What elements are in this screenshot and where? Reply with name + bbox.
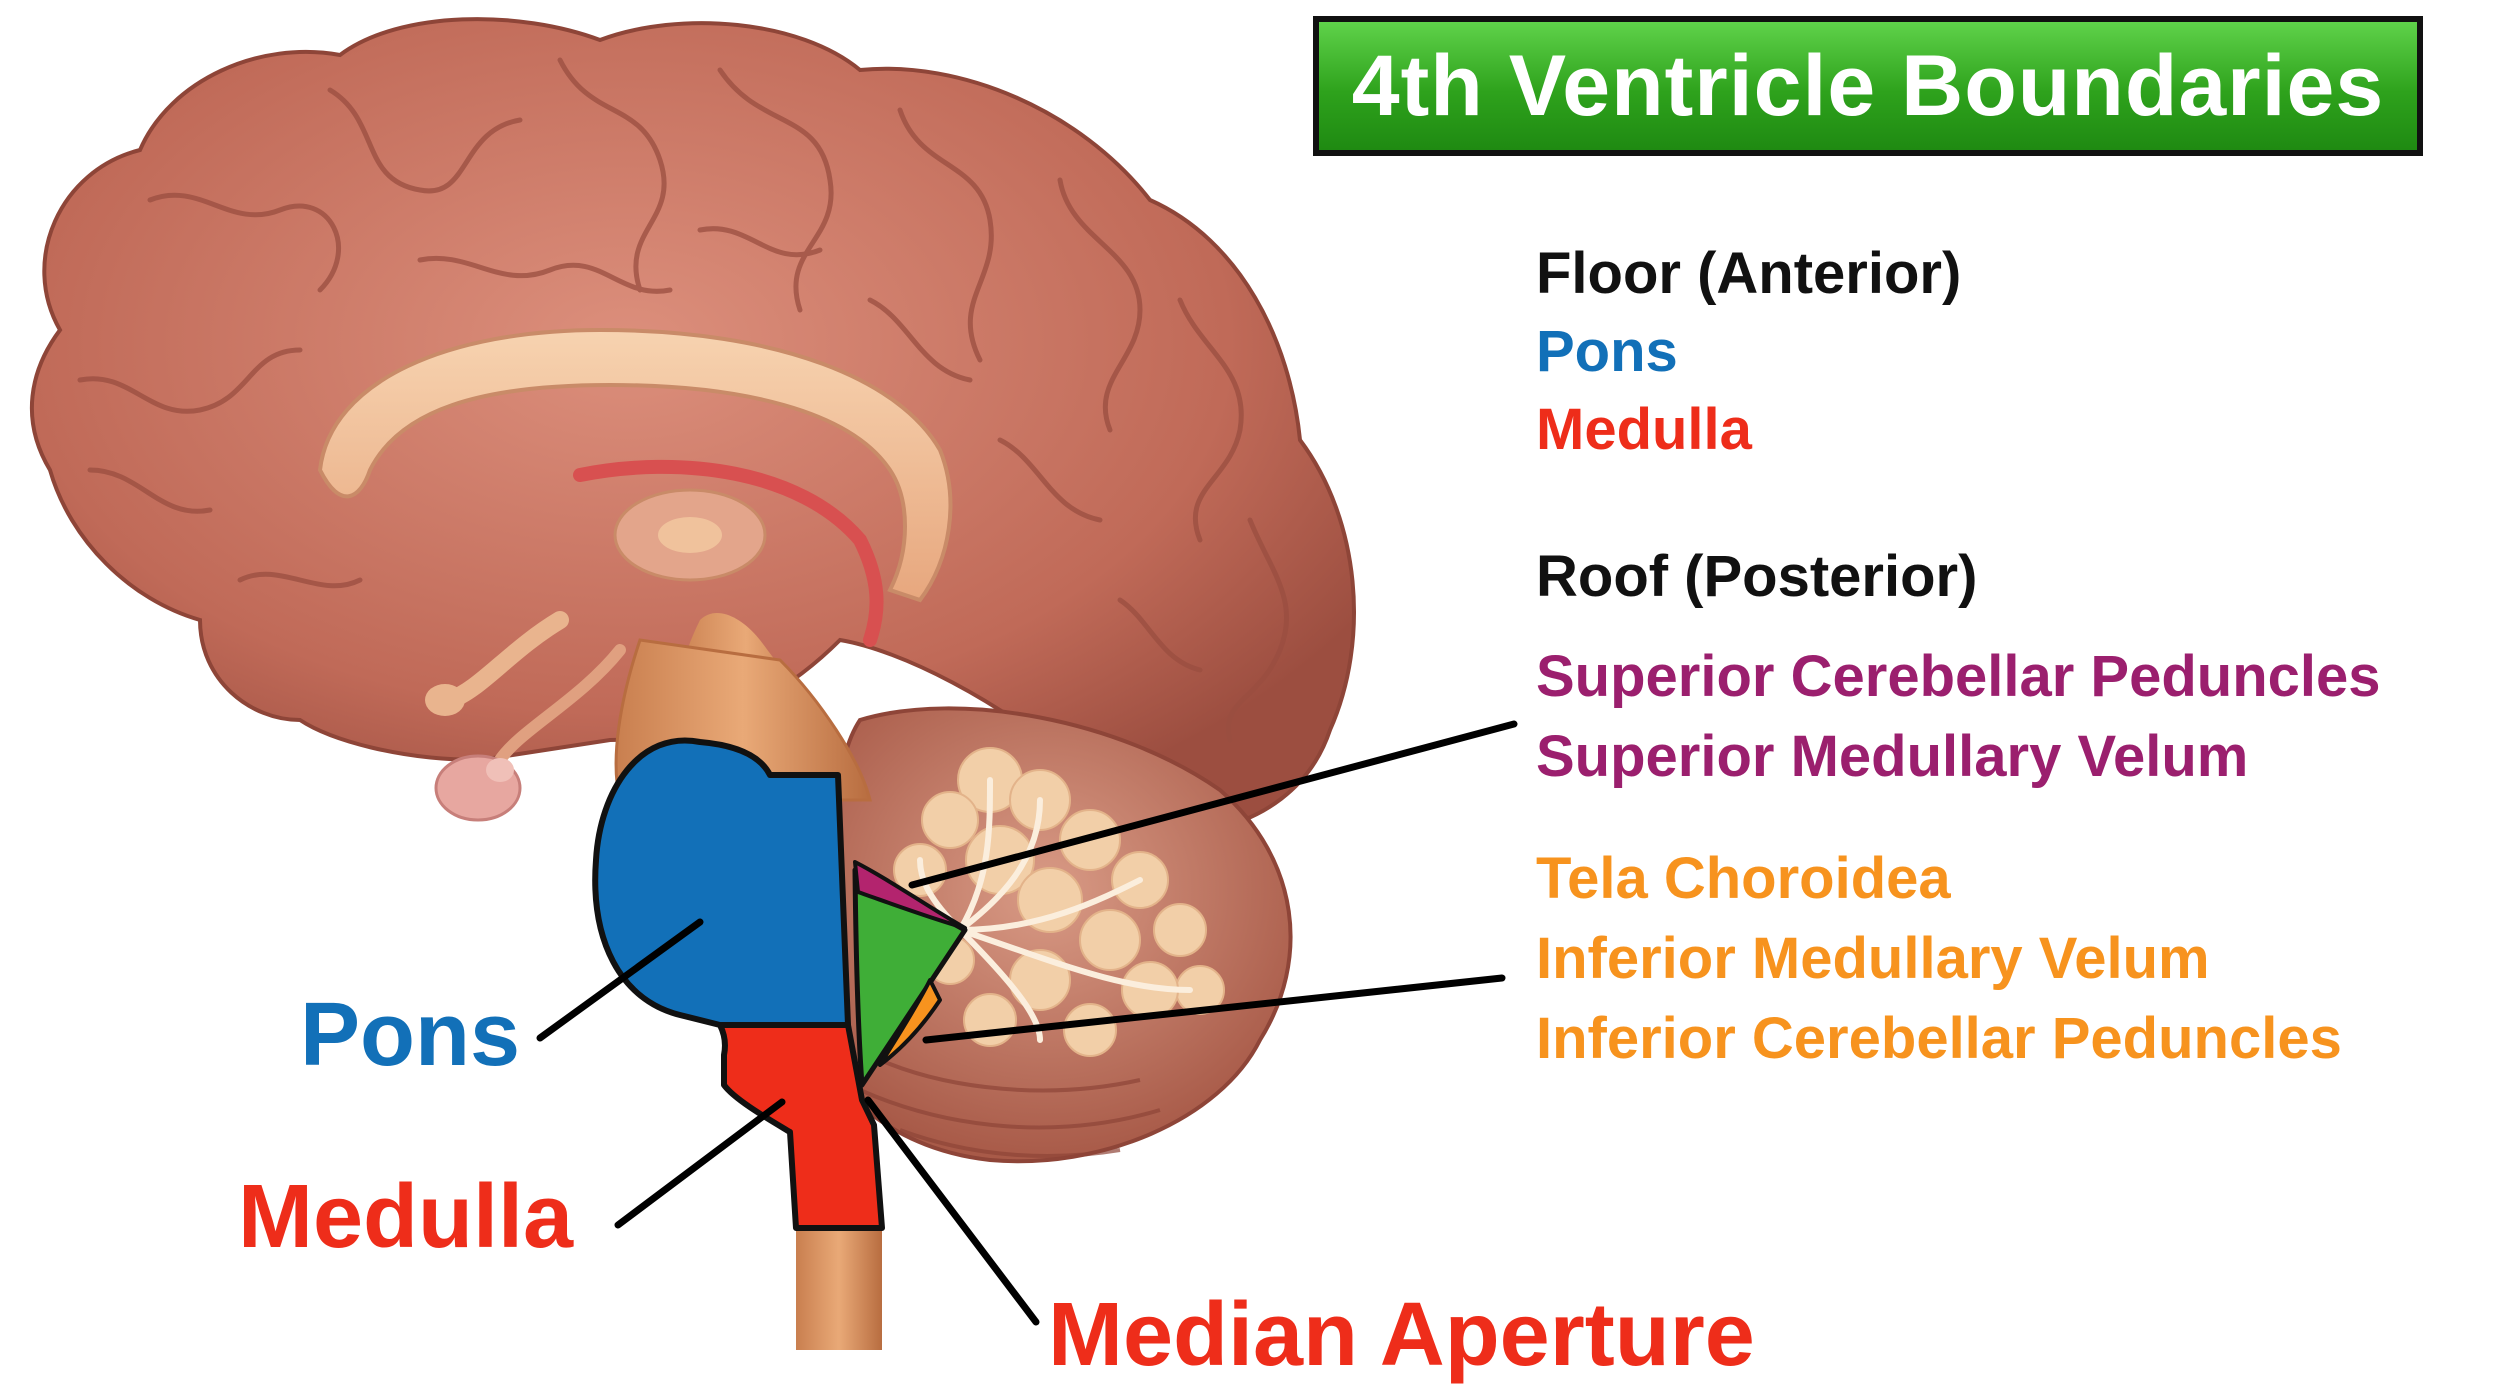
floor-heading: Floor (Anterior) bbox=[1536, 241, 1962, 306]
arbor-vitae bbox=[867, 747, 1225, 1057]
roof-item-tela-choroidea: Tela Choroidea bbox=[1536, 846, 1951, 911]
leader-line-inferior-roof bbox=[922, 974, 1506, 1044]
title: 4th Ventricle Boundaries bbox=[1351, 37, 2385, 134]
pituitary-stalk bbox=[494, 644, 626, 766]
roof-item-superior-cerebellar-peduncles: Superior Cerebellar Peduncles bbox=[1536, 644, 2381, 709]
label-median-aperture: Median Aperture bbox=[1048, 1285, 1755, 1385]
label-medulla: Medulla bbox=[238, 1167, 574, 1267]
spinal-cord bbox=[796, 1220, 882, 1350]
roof-heading: Roof (Posterior) bbox=[1536, 544, 1978, 609]
gyri-lines bbox=[77, 57, 1290, 743]
leader-line-medulla bbox=[614, 1098, 786, 1229]
superior-roof-region bbox=[853, 860, 967, 930]
leader-line-superior-roof bbox=[908, 720, 1518, 889]
inferior-roof-region bbox=[878, 978, 942, 1067]
label-pons: Pons bbox=[300, 985, 521, 1085]
floor-item-medulla: Medulla bbox=[1536, 397, 1752, 462]
floor-item-pons: Pons bbox=[1536, 319, 1678, 384]
corpus-callosum bbox=[317, 327, 953, 603]
leader-line-pons bbox=[536, 918, 704, 1042]
leader-line-median-aperture bbox=[864, 1096, 1040, 1326]
mammillary-body bbox=[425, 684, 465, 716]
leader-lines bbox=[536, 720, 1518, 1326]
title-box: 4th Ventricle Boundaries bbox=[1313, 16, 2423, 156]
fourth-ventricle bbox=[852, 867, 968, 1088]
roof-item-inferior-medullary-velum: Inferior Medullary Velum bbox=[1536, 926, 2210, 991]
cerebellar-folia bbox=[859, 1058, 1161, 1158]
fornix bbox=[573, 459, 884, 647]
medulla-region bbox=[717, 1022, 885, 1231]
pons-region bbox=[592, 737, 851, 1028]
cerebrum bbox=[29, 17, 1356, 833]
roof-item-inferior-cerebellar-peduncles: Inferior Cerebellar Peduncles bbox=[1536, 1006, 2342, 1071]
roof-item-superior-medullary-velum: Superior Medullary Velum bbox=[1536, 724, 2249, 789]
arbor-vitae-branches bbox=[917, 777, 1193, 1043]
